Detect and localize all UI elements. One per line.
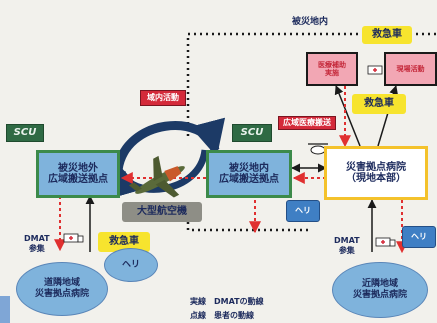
scu-left-box: SCU [6,124,44,142]
curved-arrow-top [113,117,226,171]
hub-inside-box: 被災地内 広域搬送拠点 [206,150,292,198]
hub-outside-box: 被災地外 広域搬送拠点 [36,150,120,198]
heli-box-center: ヘリ [286,200,320,222]
medical-support-box: 医療補助 実施 [306,52,358,86]
ambulance-icon-right [375,237,396,247]
affected-area-label: 被災地内 [292,17,329,27]
heli-circle-left-label: ヘリ [121,259,140,270]
affected-area-boundary [186,32,437,136]
ambulance-icon [63,233,84,243]
dmat-right-label: DMAT 参集 [334,236,360,255]
field-activity-box: 現場活動 [384,52,437,86]
legend-dotted: 点線 患者の動線 [190,311,254,320]
wide-transport-label: 広域医療搬送 [278,116,336,130]
heli-circle-left: ヘリ [104,248,158,282]
near-hospital-circle: 近隣地域 災害拠点病院 [332,262,428,318]
dmat-line-up2 [334,85,361,147]
legend-solid: 実線 DMATの動線 [190,297,264,306]
dmat-left-label: DMAT 参集 [24,234,50,253]
aircraft-icon [128,155,185,198]
accent-bar [0,296,10,323]
ambulance-box-top: 救急車 [362,26,412,44]
remote-hospital-circle: 道隣地域 災害拠点病院 [16,262,108,316]
ambulance-icon-top [367,65,383,75]
ambulance-box-mid: 救急車 [352,94,406,114]
ambulance-box-left: 救急車 [98,232,150,252]
heli-box-right: ヘリ [402,226,436,248]
disaster-hospital-box: 災害拠点病院 （現地本部） [324,146,428,200]
large-aircraft-box: 大型航空機 [122,202,202,222]
scu-right-box: SCU [232,124,272,142]
intra-activity-label: 域内活動 [140,90,186,106]
